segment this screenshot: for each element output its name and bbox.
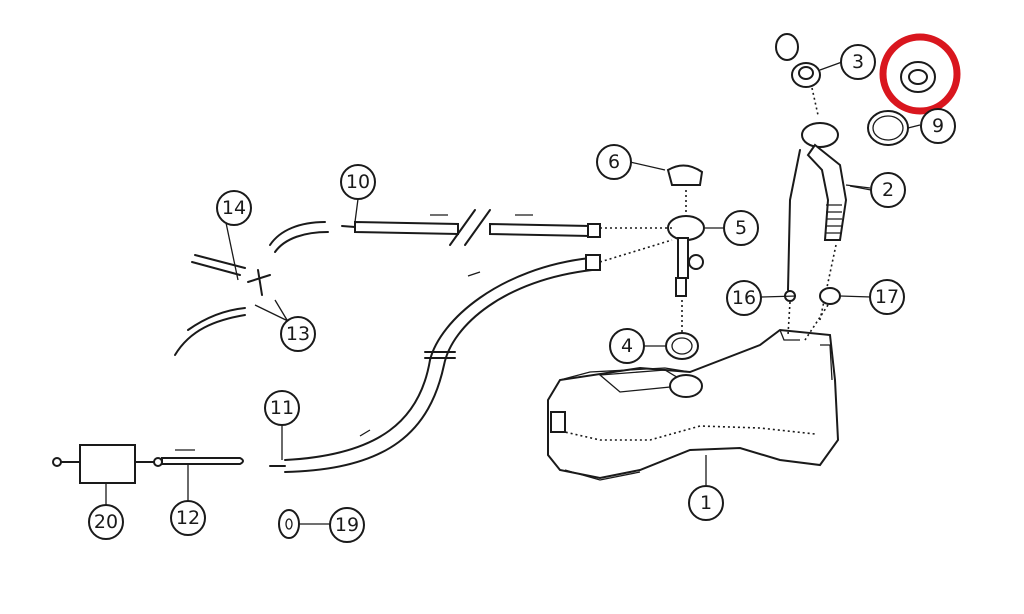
svg-text:17: 17 <box>875 286 899 308</box>
callout-19: 19 <box>329 507 365 543</box>
svg-text:20: 20 <box>94 511 118 533</box>
svg-text:1: 1 <box>700 492 712 514</box>
svg-text:9: 9 <box>932 115 944 137</box>
fuel-tap-part <box>599 164 705 332</box>
callout-10: 10 <box>340 164 376 200</box>
filler-cap-part <box>775 33 821 116</box>
svg-text:4: 4 <box>621 335 633 357</box>
svg-text:10: 10 <box>346 171 370 193</box>
svg-text:19: 19 <box>335 514 359 536</box>
pipes-13-part <box>174 217 329 356</box>
svg-text:6: 6 <box>608 151 620 173</box>
callout-5: 5 <box>723 210 759 246</box>
filter-20-part <box>52 444 163 505</box>
svg-text:3: 3 <box>852 51 864 73</box>
callout-16: 16 <box>726 280 762 316</box>
callout-20: 20 <box>88 504 124 540</box>
pipe-12-part <box>161 457 244 465</box>
seal-ring-part <box>900 61 936 93</box>
svg-text:2: 2 <box>882 179 894 201</box>
washer-19-part <box>278 509 331 539</box>
fuel-line-11-part <box>269 254 601 473</box>
svg-text:16: 16 <box>732 287 756 309</box>
callout-17: 17 <box>869 279 905 315</box>
callout-12: 12 <box>170 500 206 536</box>
svg-text:13: 13 <box>286 323 310 345</box>
callout-11: 11 <box>264 390 300 426</box>
svg-text:5: 5 <box>735 217 747 239</box>
callout-13: 13 <box>280 316 316 352</box>
highlight-circle <box>879 33 961 115</box>
callout-3: 3 <box>840 44 876 80</box>
fuel-tank-part <box>547 328 840 481</box>
callout-2: 2 <box>870 172 906 208</box>
svg-text:12: 12 <box>176 507 200 529</box>
callout-1: 1 <box>688 485 724 521</box>
clamp-17-part <box>819 287 841 305</box>
filler-neck-part <box>787 122 871 321</box>
callout-4: 4 <box>609 328 645 364</box>
svg-text:14: 14 <box>222 197 246 219</box>
ring-4-part <box>665 332 699 360</box>
callout-6: 6 <box>596 144 632 180</box>
callout-14: 14 <box>216 190 252 226</box>
fuel-line-10-part <box>341 209 601 246</box>
callout-9: 9 <box>920 108 956 144</box>
svg-text:11: 11 <box>270 397 294 419</box>
